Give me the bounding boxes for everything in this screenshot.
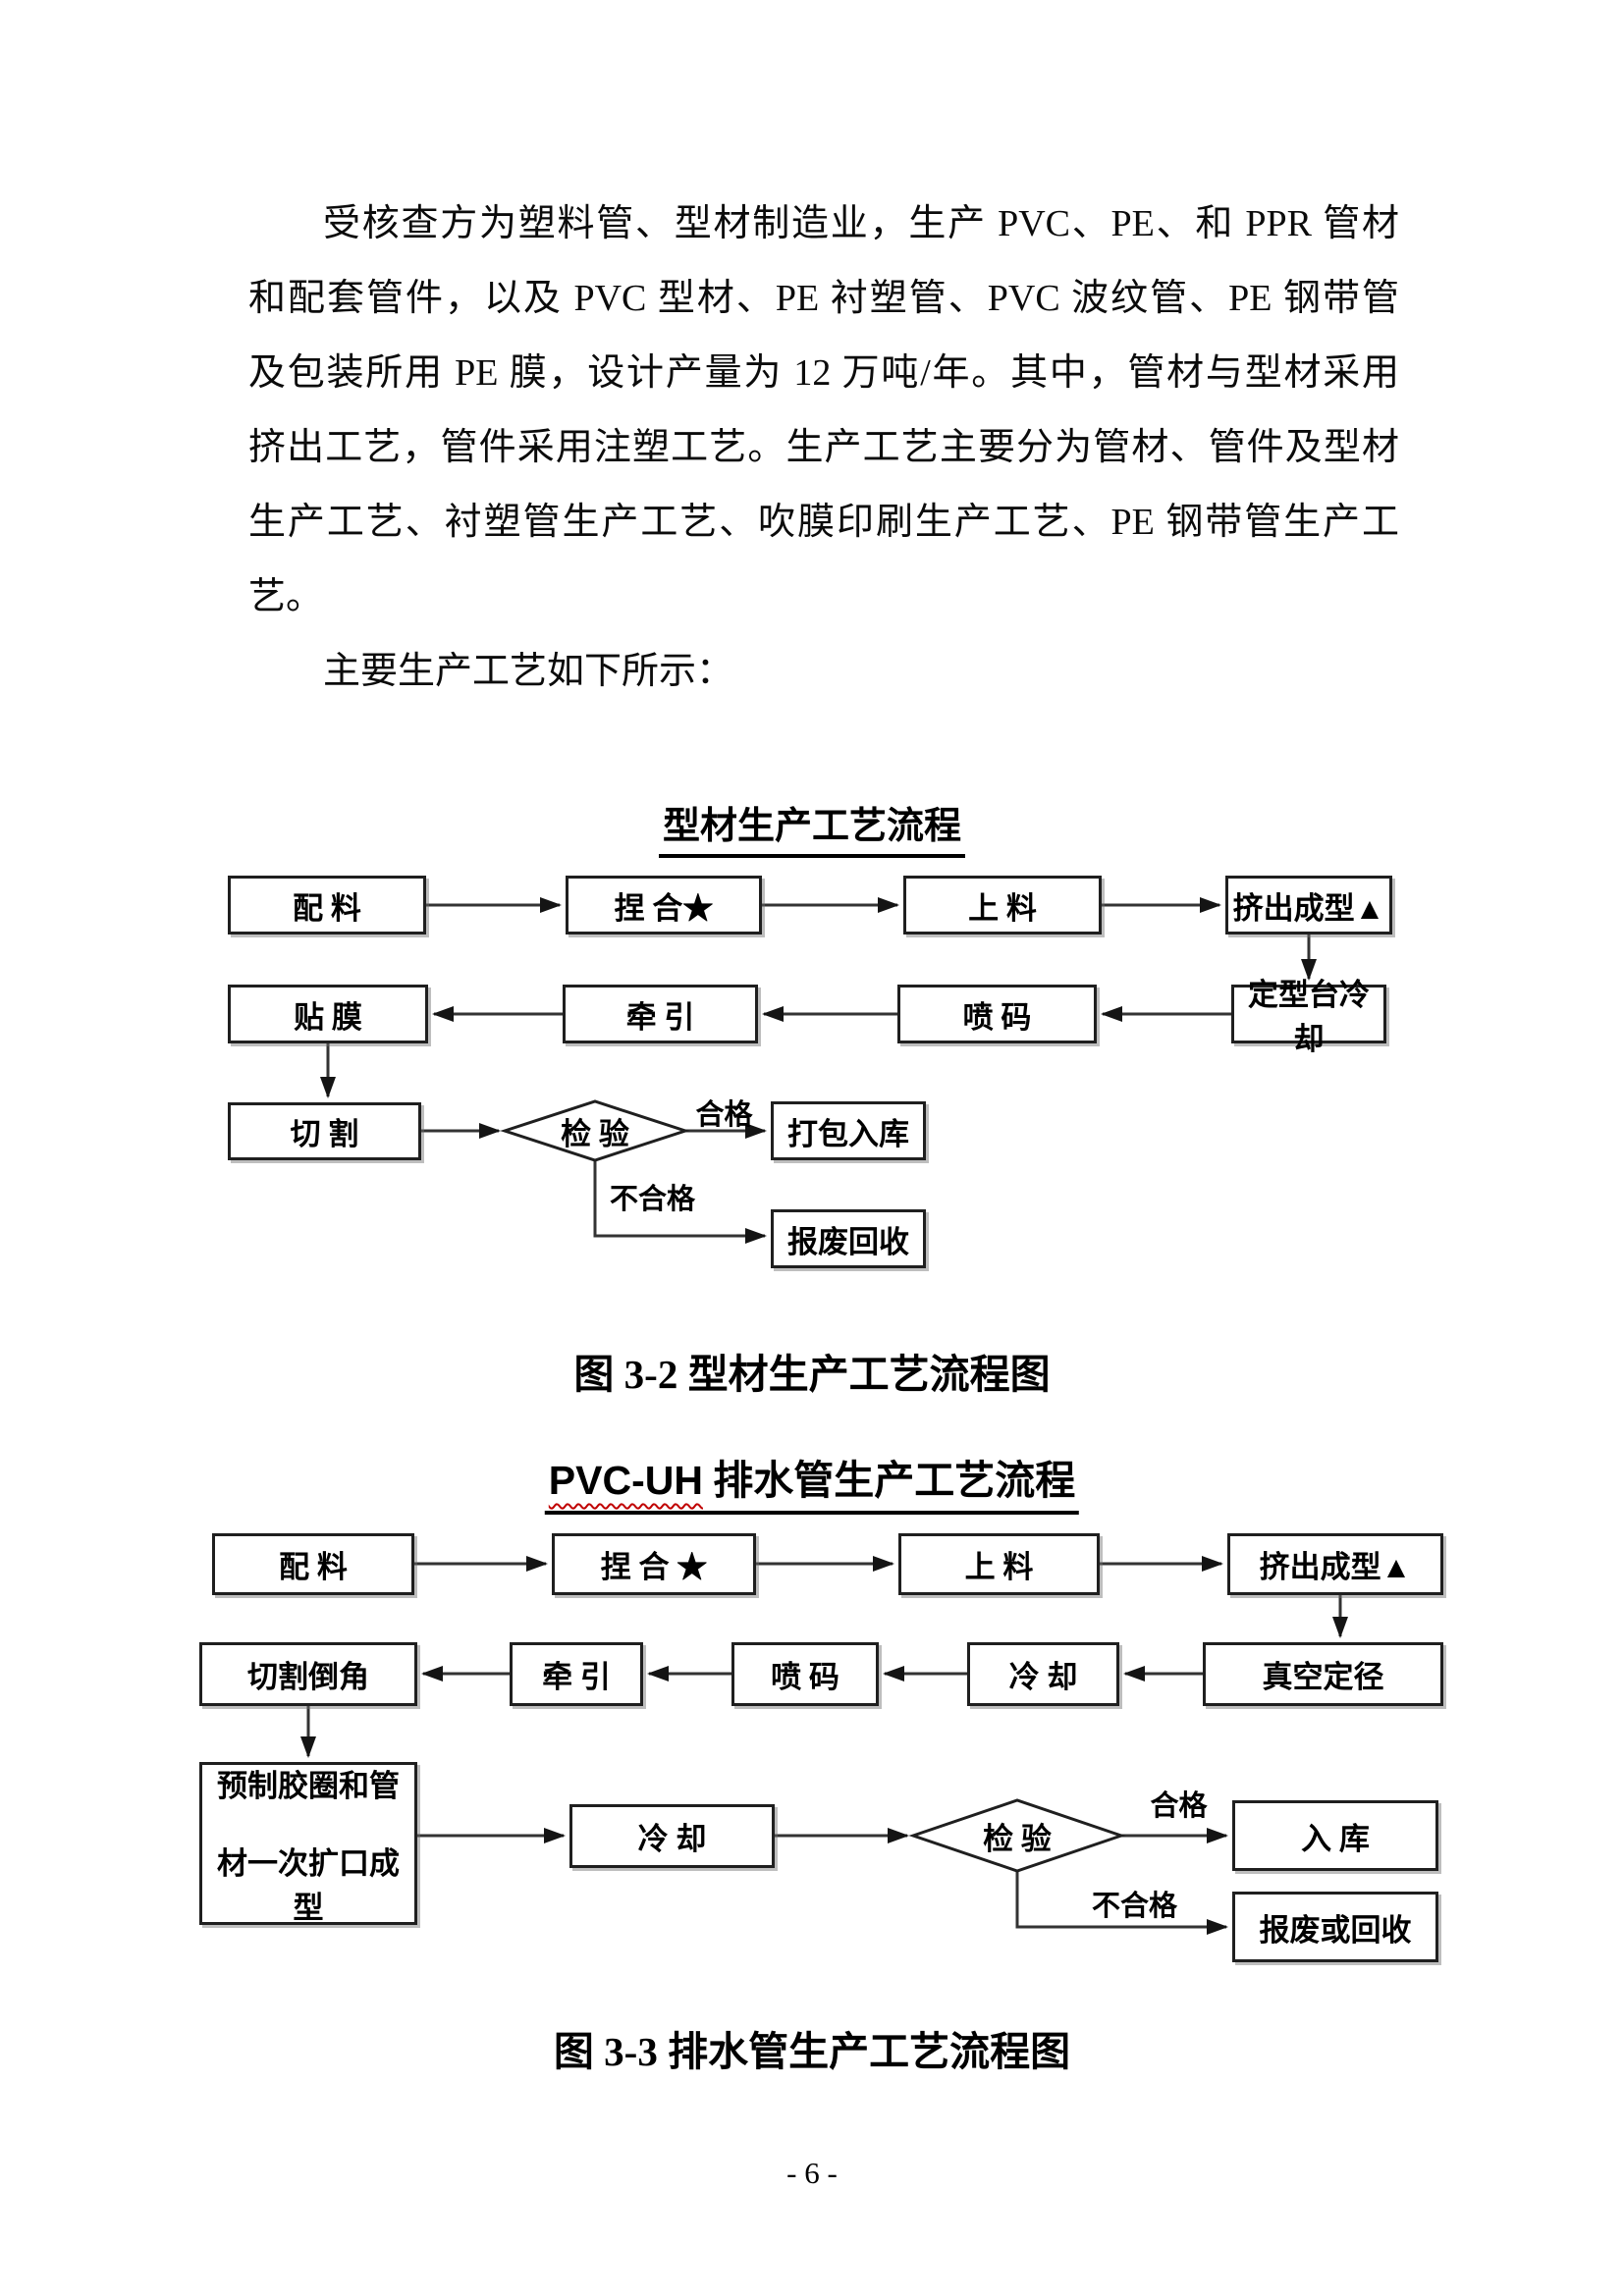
flow-node-feeding: 上 料 [903,876,1102,934]
flow-node-preform-socket: 预制胶圈和管 材一次扩口成型 [199,1762,417,1925]
paragraph-line: 和配套管件，以及 PVC 型材、PE 衬塑管、PVC 波纹管、PE 钢带管 [248,278,1399,319]
paragraph-line: 受核查方为塑料管、型材制造业，生产 PVC、PE、和 PPR 管材 [323,203,1399,244]
flow-node-mixing: 配 料 [228,876,426,934]
paragraph-line: 挤出工艺，管件采用注塑工艺。生产工艺主要分为管材、管件及型材 [248,427,1399,468]
flow-node-vacuum-sizing: 真空定径 [1203,1642,1443,1706]
preform-line1: 预制胶圈和管 [217,1768,400,1803]
paragraph-line: 艺。 [248,576,324,617]
edge-label-pass-2: 合格 [1150,1790,1208,1822]
flow-node-warehouse: 入 库 [1232,1800,1438,1871]
flow-node-code-spraying-2: 喷 码 [731,1642,879,1706]
figure1-caption: 图 3-2 型材生产工艺流程图 [573,1352,1051,1397]
flow-node-cut-chamfer: 切割倒角 [199,1642,417,1706]
figure2-caption: 图 3-3 排水管生产工艺流程图 [553,2029,1071,2074]
flow-node-film-laminating: 贴 膜 [228,985,428,1043]
edge-label-fail: 不合格 [609,1184,695,1215]
flow-node-code-spraying: 喷 码 [897,985,1097,1043]
preform-line2: 材一次扩口成型 [217,1845,400,1925]
paragraph-line: 及包装所用 PE 膜，设计产量为 12 万吨/年。其中，管材与型材采用 [248,352,1399,394]
paragraph-line: 主要生产工艺如下所示： [323,651,734,692]
flow-node-extrusion: 挤出成型▲ [1225,876,1392,934]
flow-node-feeding-2: 上 料 [898,1533,1100,1595]
flow-decision-inspection-2: 检 验 [983,1821,1052,1856]
flow-decision-inspection: 检 验 [561,1116,629,1151]
figure2-title: PVC-UH 排水管生产工艺流程 [544,1447,1080,1515]
flow-node-kneading: 捏 合★ [566,876,762,934]
flow-node-traction: 牵 引 [563,985,758,1043]
page-number: - 6 - [786,2156,838,2190]
flow-node-scrap-or-recycle: 报废或回收 [1232,1892,1438,1962]
figure2-title-latin: PVC-UH [548,1458,703,1503]
flow-node-traction-2: 牵 引 [510,1642,643,1706]
figure1-title: 型材生产工艺流程 [658,795,966,858]
flow-node-scrap-recycle: 报废回收 [771,1209,926,1268]
flow-node-shaping-cooling: 定型台冷却 [1231,978,1386,1056]
flow-node-extrusion-2: 挤出成型▲ [1227,1533,1443,1595]
figure1-title-text: 型材生产工艺流程 [658,795,966,858]
flow-node-cutting: 切 割 [228,1102,421,1160]
flow-node-kneading-2: 捏 合 ★ [552,1533,756,1595]
flow-node-cooling-2: 冷 却 [967,1642,1119,1706]
flow-node-cooling-3: 冷 却 [569,1804,775,1868]
edge-label-pass: 合格 [695,1099,753,1131]
figure2-title-cn: 排水管生产工艺流程 [702,1458,1076,1503]
flow-node-mixing-2: 配 料 [212,1533,414,1595]
paragraph-line: 生产工艺、衬塑管生产工艺、吹膜印刷生产工艺、PE 钢带管生产工 [248,502,1399,543]
edge-label-fail-2: 不合格 [1091,1891,1177,1922]
flow-node-pack-warehouse: 打包入库 [771,1101,926,1160]
